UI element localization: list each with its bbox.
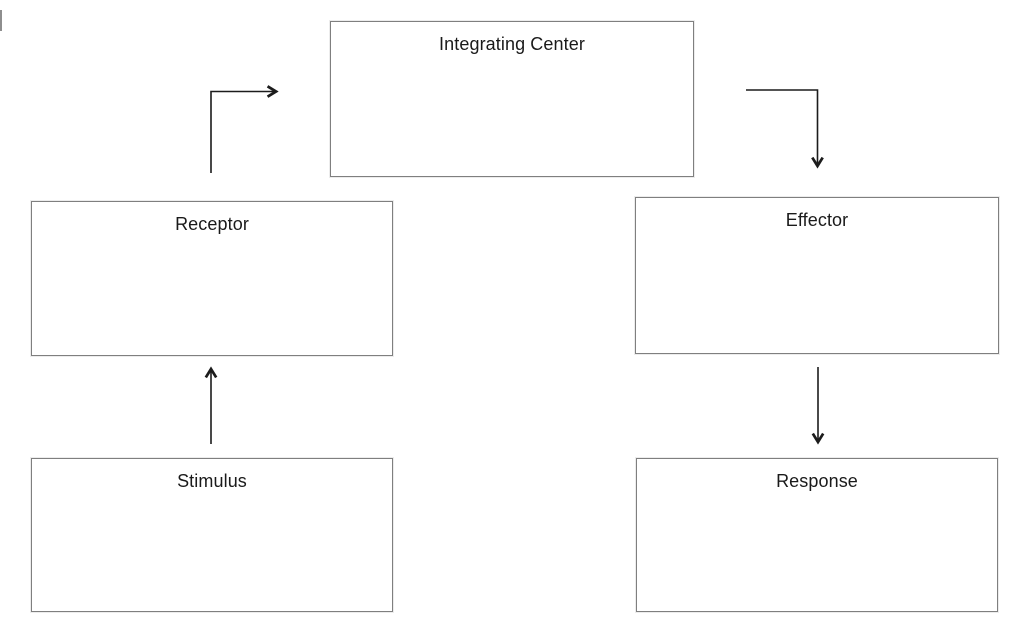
page-edge-mark [0,10,2,31]
arrow-integrating-center-to-effector [746,89,824,169]
node-effector: Effector [635,197,999,354]
node-label-stimulus: Stimulus [177,471,247,491]
node-integrating-center: Integrating Center [330,21,694,177]
node-response: Response [636,458,998,612]
node-stimulus: Stimulus [31,458,393,612]
node-label-effector: Effector [785,210,849,230]
node-label-receptor: Receptor [175,214,249,234]
arrow-receptor-to-integrating-center [210,85,279,173]
node-label-integrating-center: Integrating Center [439,34,585,54]
node-receptor: Receptor [31,201,393,356]
node-label-response: Response [776,471,858,491]
